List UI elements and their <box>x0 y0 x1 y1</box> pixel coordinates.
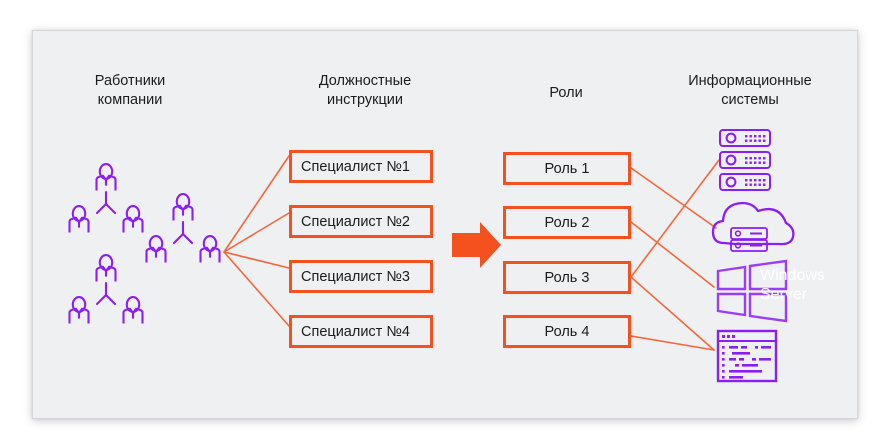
diagram-card <box>32 30 858 419</box>
column-heading-employees: Работники компании <box>94 73 166 108</box>
role-label: Роль 2 <box>544 214 590 231</box>
specialist-label: Специалист №4 <box>301 323 410 340</box>
role-box-4[interactable]: Роль 4 <box>503 315 631 348</box>
specialist-label: Специалист №3 <box>301 268 410 285</box>
connector-role4-code <box>630 335 715 351</box>
column-heading-information-systems: Информационные системы <box>688 73 812 108</box>
role-box-2[interactable]: Роль 2 <box>503 206 631 239</box>
role-box-1[interactable]: Роль 1 <box>503 152 631 185</box>
connector-employees-spec4 <box>223 251 290 327</box>
connector-role3-code <box>630 276 715 351</box>
specialist-box-1[interactable]: Специалист №1 <box>289 150 433 183</box>
specialist-box-2[interactable]: Специалист №2 <box>289 205 433 238</box>
windows-logo-icon <box>716 259 788 323</box>
connector-role1-cloud <box>630 167 717 229</box>
connector-role3-servers <box>630 159 720 278</box>
server-stack-icon <box>719 129 771 191</box>
connector-employees-spec1 <box>223 155 290 253</box>
role-label: Роль 4 <box>544 323 590 340</box>
role-box-3[interactable]: Роль 3 <box>503 261 631 294</box>
connector-employees-spec3 <box>223 251 290 269</box>
role-label: Роль 3 <box>544 269 590 286</box>
specialist-label: Специалист №2 <box>301 213 410 230</box>
connector-employees-spec2 <box>223 212 290 253</box>
specialist-box-4[interactable]: Специалист №4 <box>289 315 433 348</box>
transform-arrow <box>452 222 501 268</box>
column-heading-job-descriptions: Должностные инструкции <box>318 73 412 108</box>
role-label: Роль 1 <box>544 160 590 177</box>
connector-role2-windows <box>630 221 715 288</box>
cloud-server-icon <box>711 201 795 252</box>
code-window-icon <box>716 329 778 383</box>
specialist-box-3[interactable]: Специалист №3 <box>289 260 433 293</box>
specialist-label: Специалист №1 <box>301 158 410 175</box>
windows-server-label: Windows Server <box>760 267 825 303</box>
column-heading-roles: Роли <box>549 85 583 101</box>
